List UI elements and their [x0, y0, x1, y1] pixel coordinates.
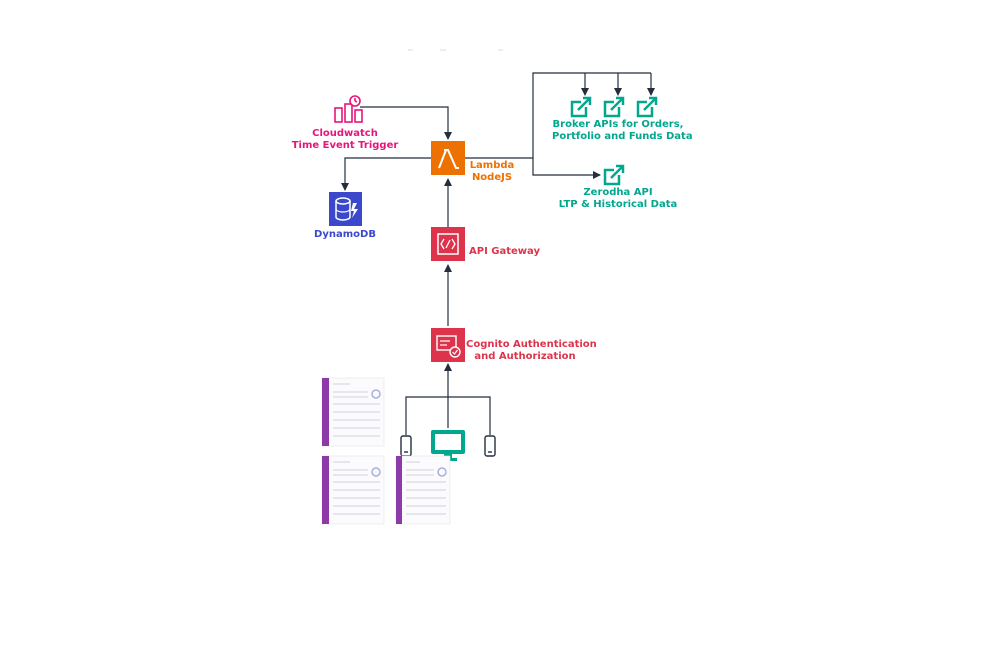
- api-gateway-label-line1: API Gateway: [469, 246, 540, 257]
- dynamodb-icon: [329, 192, 362, 226]
- cloudwatch-label: Cloudwatch Time Event Trigger: [290, 128, 400, 152]
- external-link-icon: [570, 96, 592, 118]
- broker-label-line2: Portfolio and Funds Data: [552, 131, 693, 142]
- broker-label-line1: Broker APIs for Orders,: [552, 119, 684, 130]
- edge-lambda-trunk: [465, 72, 651, 159]
- lambda-label-line2: NodeJS: [471, 172, 513, 183]
- cognito-label-line1: Cognito Authentication: [466, 339, 597, 350]
- zerodha-label: Zerodha API LTP & Historical Data: [552, 187, 684, 211]
- ui-thumbnail: [321, 377, 385, 447]
- external-link-icon: [603, 96, 625, 118]
- edge-lambda-dynamodb: [341, 157, 431, 191]
- external-link-icon: [636, 96, 658, 118]
- edge-lambda-zerodha: [532, 158, 601, 179]
- cloudwatch-label-line2: Time Event Trigger: [291, 140, 399, 151]
- zerodha-label-line2: LTP & Historical Data: [558, 199, 678, 210]
- ui-thumbnail: [321, 455, 385, 525]
- dynamodb-label: DynamoDB: [305, 229, 385, 241]
- zerodha-label-line1: Zerodha API: [583, 187, 653, 198]
- lambda-label-line1: Lambda: [469, 160, 515, 171]
- dynamodb-label-line1: DynamoDB: [314, 229, 376, 240]
- edge-cloudwatch-lambda: [360, 106, 452, 140]
- lambda-label: Lambda NodeJS: [464, 160, 520, 184]
- lambda-icon: [431, 141, 465, 175]
- mobile-icon: [484, 435, 496, 457]
- cognito-label: Cognito Authentication and Authorization: [466, 339, 597, 363]
- ui-thumbnail: [395, 455, 451, 525]
- connectors: [341, 72, 655, 435]
- api-gateway-icon: [431, 227, 465, 261]
- external-link-icon: [603, 164, 625, 186]
- cloudwatch-icon: [334, 95, 363, 123]
- mobile-icon: [400, 435, 412, 457]
- api-gateway-label: API Gateway: [469, 246, 540, 258]
- cognito-icon: [431, 328, 465, 362]
- edge-clients-bus: [405, 396, 491, 435]
- cloudwatch-label-line1: Cloudwatch: [312, 128, 378, 139]
- cognito-label-line2: and Authorization: [474, 351, 576, 362]
- broker-label: Broker APIs for Orders, Portfolio and Fu…: [552, 119, 693, 143]
